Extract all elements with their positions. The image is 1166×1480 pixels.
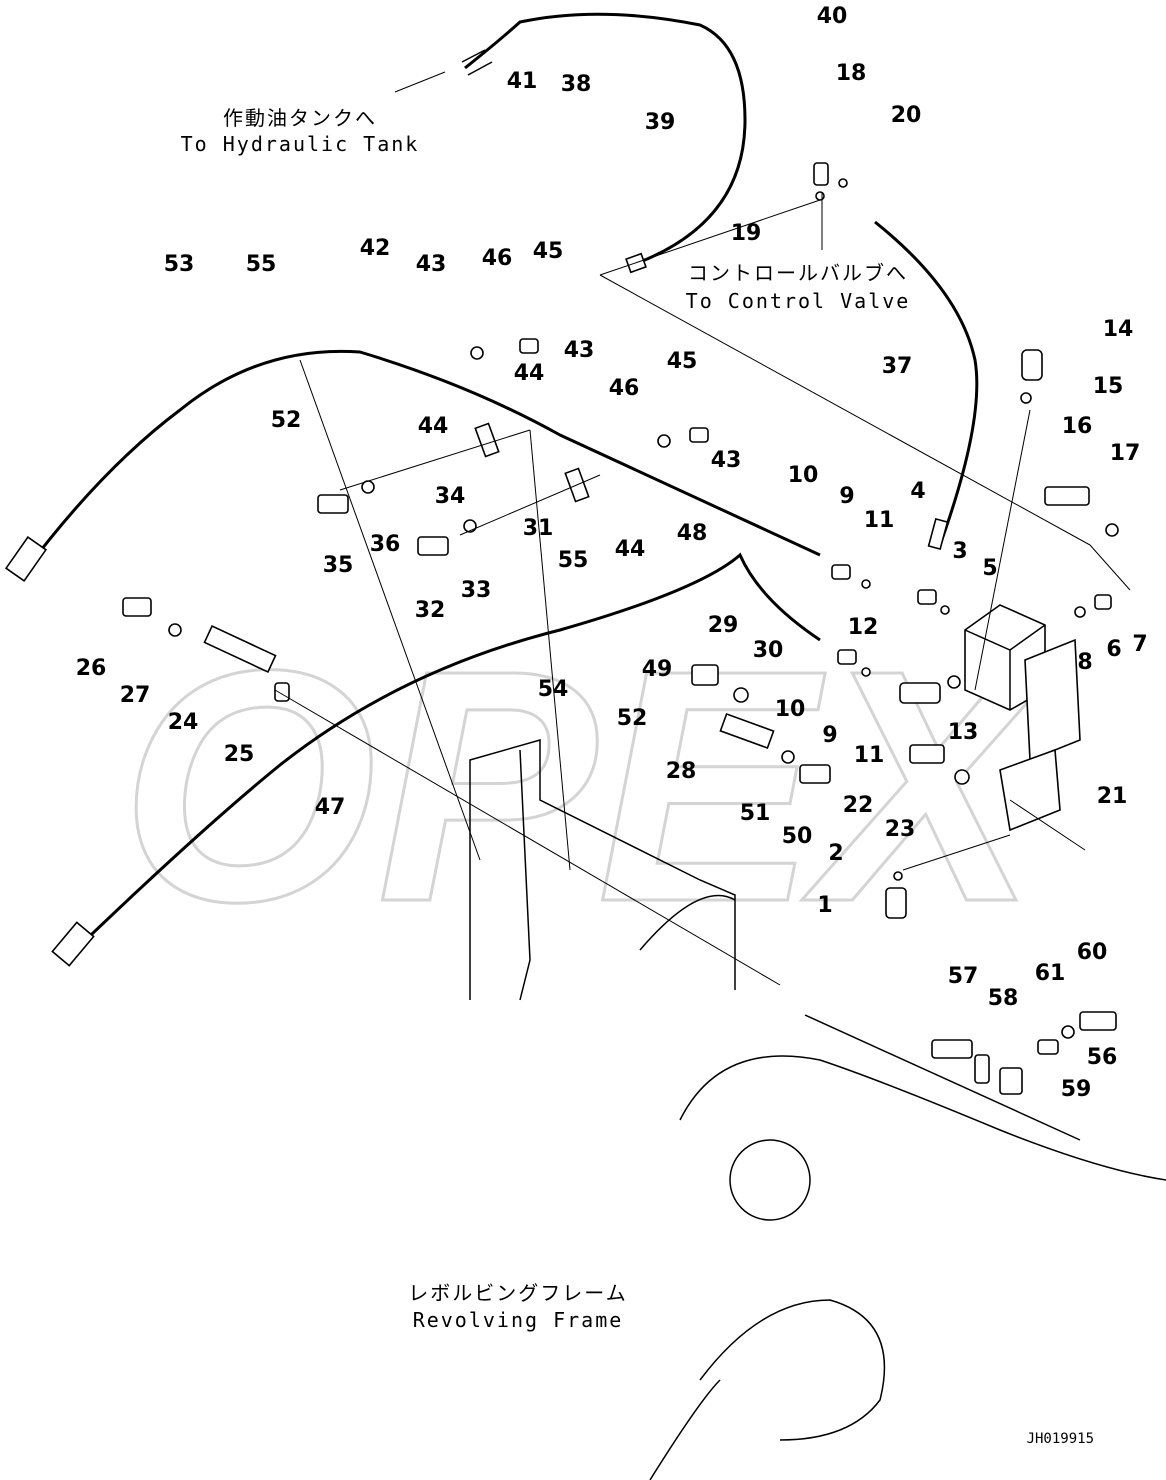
callout: 32 — [415, 598, 446, 623]
callout: 44 — [514, 361, 545, 386]
callouts: 1 2 3 4 5 6 7 8 9 9 10 10 11 11 12 13 14… — [76, 4, 1148, 1102]
callout: 60 — [1077, 940, 1108, 965]
callout: 43 — [711, 448, 742, 473]
callout: 58 — [988, 986, 1019, 1011]
callout: 28 — [666, 759, 697, 784]
callout: 46 — [482, 246, 513, 271]
callout: 31 — [523, 516, 554, 541]
callout: 3 — [952, 539, 967, 564]
valve-label-jp: コントロールバルブへ — [688, 261, 908, 285]
callout: 49 — [642, 657, 673, 682]
hose-37 — [874, 220, 979, 551]
callout: 37 — [882, 354, 913, 379]
tank-label-jp: 作動油タンクへ — [223, 106, 377, 130]
callout: 22 — [843, 793, 874, 818]
callout: 5 — [982, 556, 997, 581]
callout: 35 — [323, 553, 354, 578]
frame-label-en: Revolving Frame — [413, 1308, 624, 1332]
callout: 18 — [836, 61, 867, 86]
callout: 51 — [740, 801, 771, 826]
callout: 53 — [164, 252, 195, 277]
leader-lines — [274, 71, 1131, 986]
small-parts — [122, 162, 1119, 1095]
callout: 6 — [1106, 637, 1121, 662]
valve-label-en: To Control Valve — [686, 289, 911, 313]
callout: 8 — [1077, 650, 1092, 675]
callout: 36 — [370, 532, 401, 557]
valve-label: コントロールバルブへ To Control Valve — [686, 261, 911, 313]
callout: 46 — [609, 376, 640, 401]
tank-label-en: To Hydraulic Tank — [181, 132, 420, 156]
callout: 26 — [76, 656, 107, 681]
callout: 24 — [168, 710, 199, 735]
callout: 10 — [775, 697, 806, 722]
callout: 13 — [948, 720, 979, 745]
callout: 9 — [839, 484, 854, 509]
callout: 15 — [1093, 374, 1124, 399]
callout: 25 — [224, 742, 255, 767]
callout: 14 — [1103, 317, 1134, 342]
callout: 34 — [435, 484, 466, 509]
frame-label-jp: レボルビングフレーム — [408, 1281, 627, 1305]
callout: 27 — [120, 683, 151, 708]
drawing-code: JH019915 — [1027, 1431, 1094, 1447]
callout: 56 — [1087, 1045, 1118, 1070]
callout: 57 — [948, 964, 979, 989]
tank-label: 作動油タンクへ To Hydraulic Tank — [181, 106, 420, 156]
callout: 4 — [910, 479, 925, 504]
callout: 2 — [828, 841, 843, 866]
callout: 52 — [617, 706, 648, 731]
callout: 55 — [246, 252, 277, 277]
callout: 48 — [677, 521, 708, 546]
callout: 47 — [315, 795, 346, 820]
callout: 50 — [782, 824, 813, 849]
callout: 52 — [271, 408, 302, 433]
callout: 19 — [731, 221, 762, 246]
callout: 11 — [864, 508, 895, 533]
callout: 17 — [1110, 441, 1141, 466]
callout: 44 — [418, 414, 449, 439]
callout: 59 — [1061, 1077, 1092, 1102]
callout: 7 — [1132, 632, 1147, 657]
hose-47 — [51, 552, 821, 967]
callout: 12 — [848, 615, 879, 640]
callout: 16 — [1062, 414, 1093, 439]
callout: 9 — [822, 723, 837, 748]
callout: 41 — [507, 69, 538, 94]
callout: 45 — [533, 239, 564, 264]
callout: 45 — [667, 349, 698, 374]
callout: 1 — [817, 893, 832, 918]
callout: 54 — [538, 677, 569, 702]
callout: 20 — [891, 103, 922, 128]
hose-42 — [4, 349, 821, 582]
callout: 10 — [788, 463, 819, 488]
callout: 21 — [1097, 784, 1128, 809]
callout: 11 — [854, 743, 885, 768]
valve-block — [899, 604, 1081, 832]
callout: 23 — [885, 817, 916, 842]
callout: 42 — [360, 236, 391, 261]
callout: 33 — [461, 578, 492, 603]
frame-outline — [469, 739, 1166, 1480]
callout: 55 — [558, 548, 589, 573]
callout: 61 — [1035, 961, 1066, 986]
callout: 43 — [564, 338, 595, 363]
callout: 44 — [615, 537, 646, 562]
callout: 39 — [645, 110, 676, 135]
hose-39 — [461, 12, 747, 274]
callout: 30 — [753, 638, 784, 663]
callout: 29 — [708, 613, 739, 638]
frame-label: レボルビングフレーム Revolving Frame — [408, 1281, 627, 1332]
callout: 40 — [817, 4, 848, 29]
callout: 43 — [416, 252, 447, 277]
callout: 38 — [561, 72, 592, 97]
